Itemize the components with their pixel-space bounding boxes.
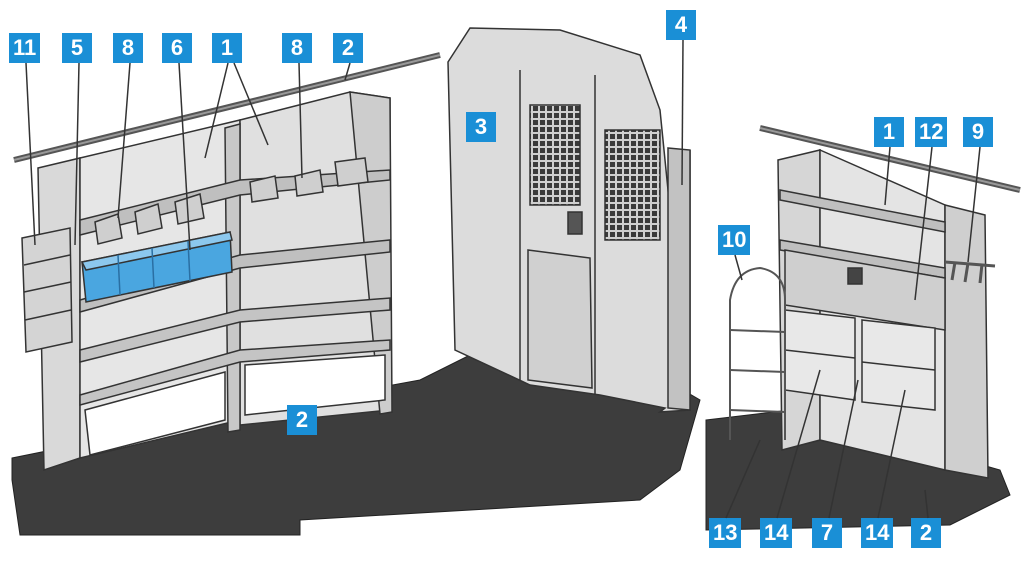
right-shelving-unit [759,125,1021,479]
callout-badge-2-right: 2 [911,518,941,548]
callout-badge-5: 5 [62,33,92,63]
callout-badge-1-right: 1 [874,117,904,147]
callout-badge-14-left: 14 [760,518,793,548]
callout-badge-2-top: 2 [333,33,363,63]
callout-badge-6: 6 [162,33,192,63]
callout-badge-8-right: 8 [282,33,312,63]
callout-badge-3: 3 [466,112,496,142]
left-van-floor [11,354,701,536]
bulkhead-partition [447,27,691,413]
ladder-rack [729,266,786,440]
callout-badge-12: 12 [915,117,948,147]
callout-badge-11: 11 [9,33,41,63]
callout-badge-10: 10 [718,225,751,255]
callout-badge-8-left: 8 [113,33,143,63]
callout-badge-14-right: 14 [861,518,894,548]
callout-badge-9: 9 [963,117,993,147]
callout-badge-7: 7 [812,518,842,548]
callout-badge-2-floor: 2 [287,405,317,435]
callout-badge-4: 4 [666,10,696,40]
left-shelving-unit [13,52,441,472]
callout-badge-13: 13 [709,518,742,548]
callout-badge-1-left: 1 [212,33,242,63]
